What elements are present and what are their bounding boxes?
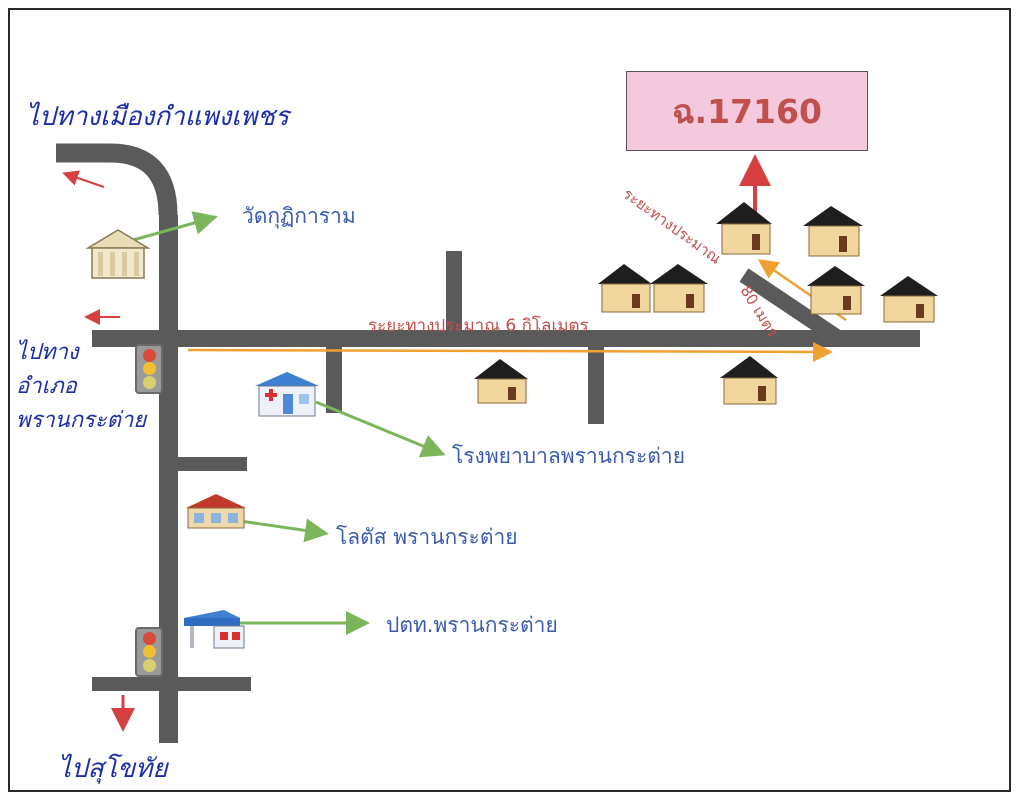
lotus-label: โลตัส พรานกระต่าย bbox=[336, 525, 518, 549]
map-frame bbox=[8, 8, 1011, 792]
gas-station-icon bbox=[184, 610, 245, 649]
pointer-hospital bbox=[315, 400, 446, 458]
main-road-vertical bbox=[159, 215, 178, 743]
side-road-2 bbox=[326, 340, 342, 413]
to-district-label: ไปทางอำเภอพรานกระต่าย bbox=[16, 340, 147, 433]
house-icon bbox=[720, 356, 778, 405]
side-road-3 bbox=[588, 340, 604, 424]
temple-label: วัดกุฏิการาม bbox=[242, 204, 356, 228]
destination-code: ฉ.17160 bbox=[672, 91, 822, 131]
house-icon bbox=[474, 359, 528, 404]
house-icon bbox=[803, 206, 863, 257]
side-distance-label: ระยะทางประมาณ bbox=[620, 185, 725, 268]
to-sukhothai-label: ไปสุโขทัย bbox=[58, 754, 168, 784]
lotus-store-icon bbox=[186, 494, 246, 529]
curved-road bbox=[56, 143, 178, 216]
side-road-1 bbox=[446, 251, 462, 336]
main-distance-label: ระยะทางประมาณ 6 กิโลเมตร bbox=[368, 316, 589, 336]
ptt-label: ปตท.พรานกระต่าย bbox=[386, 613, 558, 637]
main-road-horizontal bbox=[92, 330, 920, 347]
house-icon bbox=[880, 276, 938, 323]
hospital-label: โรงพยาบาลพรานกระต่าย bbox=[452, 444, 686, 468]
route-arrow-main bbox=[187, 341, 833, 362]
house-icon bbox=[650, 264, 708, 313]
pointer-lotus bbox=[239, 518, 329, 543]
arrow-to-kamphaeng-phet bbox=[62, 170, 105, 188]
traffic-light-icon bbox=[135, 344, 163, 394]
hospital-icon bbox=[255, 372, 319, 417]
branch-road-1 bbox=[175, 457, 247, 471]
temple-icon bbox=[85, 229, 151, 279]
house-icon bbox=[598, 264, 652, 313]
house-icon bbox=[716, 202, 772, 255]
house-icon bbox=[807, 266, 865, 315]
bottom-cross-road bbox=[92, 677, 251, 691]
diagonal-road bbox=[739, 268, 843, 345]
traffic-light-icon bbox=[135, 627, 163, 677]
to-kamphaeng-phet-label: ไปทางเมืองกำแพงเพชร bbox=[26, 102, 289, 132]
destination-code-box: ฉ.17160 bbox=[626, 71, 868, 151]
